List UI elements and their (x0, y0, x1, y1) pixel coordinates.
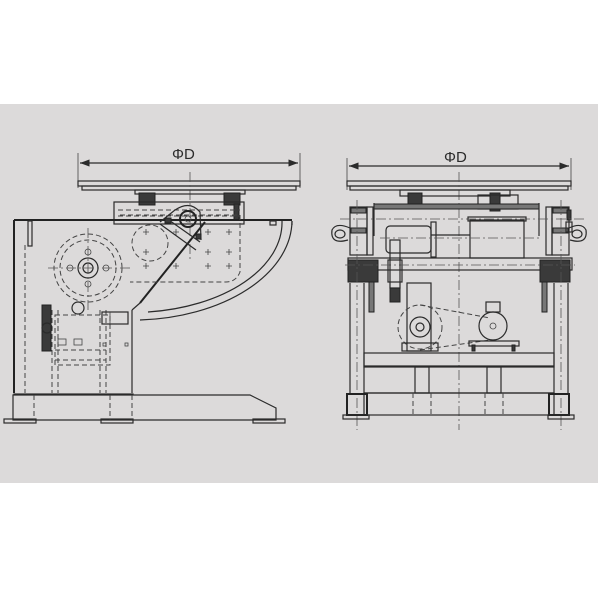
drive-coupling (389, 239, 401, 289)
gearbox (41, 304, 129, 366)
tilt-motor (380, 216, 540, 259)
lower-frame (342, 352, 575, 420)
worm-gearbox (397, 282, 491, 352)
front-view: ΦD (331, 149, 587, 430)
side-view: ΦD (3, 146, 301, 424)
left-bearing (331, 206, 374, 256)
upper-housing (113, 201, 245, 225)
right-bearing (545, 206, 587, 256)
pulley (159, 204, 202, 251)
trunnion-shaft (345, 257, 575, 283)
face-plate (120, 214, 241, 283)
base (3, 393, 286, 424)
columns (349, 200, 569, 430)
tilting-arc (139, 220, 293, 321)
diameter-dimension-left: ΦD (77, 146, 301, 188)
slewing-gear (48, 228, 130, 315)
frame-column (13, 219, 292, 393)
diameter-label: ΦD (444, 149, 467, 166)
drive-motor (468, 301, 520, 352)
top-beam (373, 203, 540, 210)
rotary-table (346, 172, 572, 430)
diameter-dimension-right: ΦD (346, 149, 572, 190)
diameter-label: ΦD (172, 146, 195, 163)
